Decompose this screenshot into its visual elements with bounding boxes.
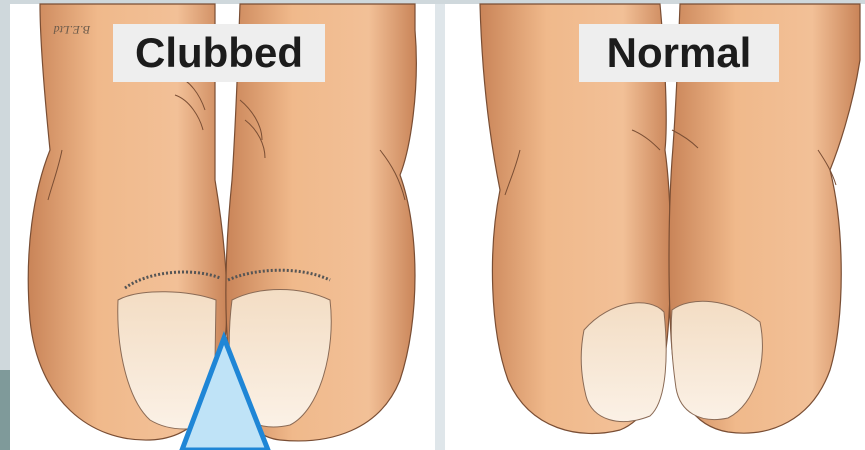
watermark: B.E.Ltd	[45, 22, 99, 37]
normal-label: Normal	[579, 24, 779, 82]
clubbed-label: Clubbed	[113, 24, 325, 82]
